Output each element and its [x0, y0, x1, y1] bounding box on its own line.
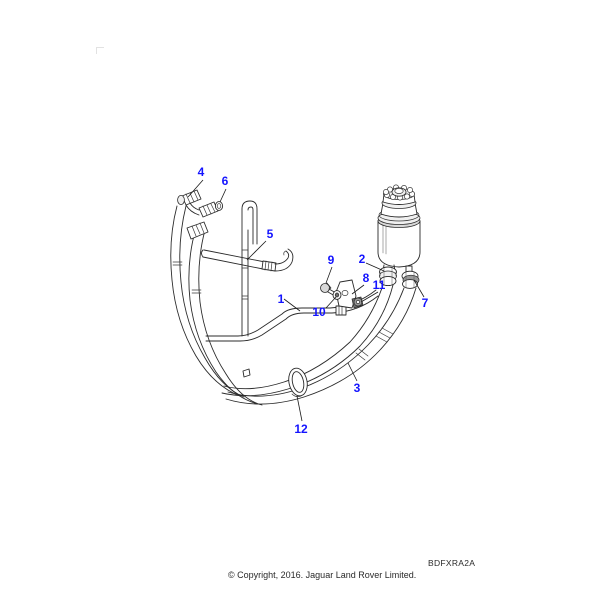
hose-connector-mid [335, 305, 347, 316]
callout-4: 4 [198, 165, 205, 179]
hose-nub-clip [242, 368, 251, 378]
leader-lines [187, 179, 425, 422]
copyright-notice: © Copyright, 2016. Jaguar Land Rover Lim… [228, 570, 417, 580]
callout-1: 1 [278, 292, 285, 306]
cooler-pipe-5 [241, 200, 258, 337]
callout-8: 8 [363, 271, 370, 285]
callout-3: 3 [354, 381, 361, 395]
supply-hose-3 [225, 287, 417, 405]
leader-10 [325, 296, 337, 309]
hose-retaining-clip-12 [288, 367, 308, 398]
leader-5 [246, 240, 267, 261]
inner-left-hose [188, 227, 263, 406]
callout-12: 12 [294, 422, 308, 436]
return-hose-2 [221, 284, 394, 397]
callout-11: 11 [373, 278, 386, 292]
hose-sleeve-left [186, 221, 209, 240]
cooler-pipe-horizontal [201, 248, 294, 272]
callout-7: 7 [422, 296, 429, 310]
leader-11 [360, 291, 379, 303]
drawing-code: BDFXRA2A [428, 558, 476, 568]
callout-2: 2 [359, 252, 366, 266]
leader-4 [187, 179, 204, 198]
callout-5: 5 [267, 227, 274, 241]
o-ring-6 [214, 201, 224, 211]
hose-clamp-2 [379, 266, 397, 287]
reservoir-cap [382, 184, 416, 205]
registration-mark [96, 47, 104, 54]
callout-numbers: 1 2 3 4 5 6 7 8 9 10 11 12 [198, 165, 429, 436]
fluid-reservoir [377, 197, 421, 268]
leader-12 [296, 395, 303, 422]
clip-fastener-11 [351, 296, 364, 309]
leader-1 [283, 298, 301, 312]
outer-left-hose [170, 205, 245, 398]
leader-3 [347, 362, 358, 382]
washer-10 [332, 290, 342, 300]
leader-6 [219, 188, 227, 203]
callout-6: 6 [222, 174, 229, 188]
leader-8 [351, 284, 365, 295]
callout-10: 10 [312, 305, 326, 319]
callout-9: 9 [328, 253, 335, 267]
leader-7 [413, 279, 425, 298]
union-fitting-4 [177, 189, 202, 206]
union-fitting-6 [185, 201, 224, 218]
hose-clamp-7 [401, 270, 420, 289]
leader-2 [365, 262, 385, 272]
leader-9 [325, 266, 333, 284]
